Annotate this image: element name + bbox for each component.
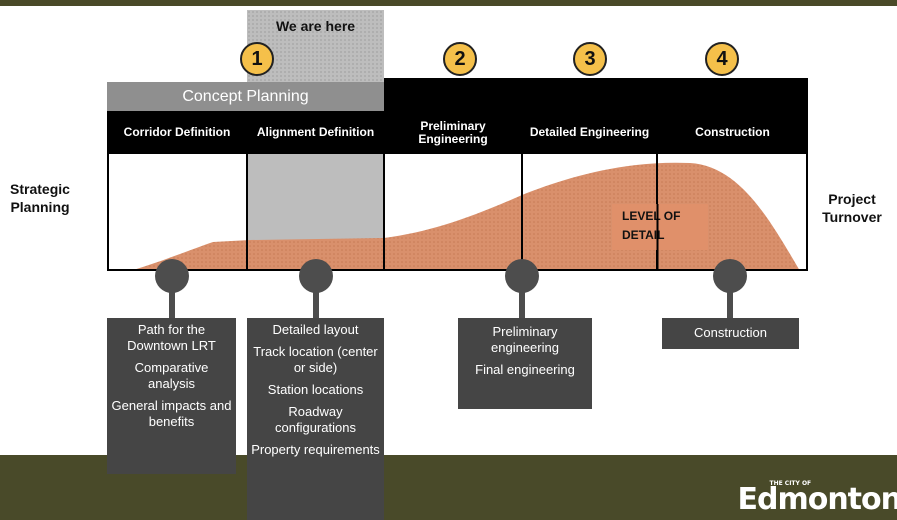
phase-preliminary-engineering: Preliminary Engineering: [384, 111, 522, 154]
detail-item: Path for the Downtown LRT: [127, 322, 216, 353]
corridor-detail-box: Path for the Downtown LRT Comparative an…: [107, 318, 236, 474]
alignment-connector-stem: [313, 290, 319, 320]
step-4-badge: 4: [705, 42, 739, 76]
detail-item: Construction: [694, 325, 767, 340]
detail-item: Roadway configurations: [275, 404, 356, 435]
lod-divider: [656, 204, 659, 271]
step-3-badge: 3: [573, 42, 607, 76]
phase-corridor-definition: Corridor Definition: [107, 111, 247, 154]
project-turnover-label: Project Turnover: [822, 191, 882, 225]
corridor-connector-stem: [169, 290, 175, 320]
detail-item: Preliminary engineering: [491, 324, 559, 355]
phase-construction: Construction: [657, 111, 808, 154]
corridor-connector-knob: [155, 259, 189, 293]
alignment-connector-knob: [299, 259, 333, 293]
construction-detail-box: Construction: [662, 318, 799, 349]
logo-small-text: THE CITY OF: [769, 480, 812, 487]
step-2-badge: 2: [443, 42, 477, 76]
header-band: [384, 78, 808, 111]
logo-main-text: Edmonton: [737, 482, 897, 517]
engineering-connector-knob: [505, 259, 539, 293]
detail-item: Detailed layout: [272, 322, 359, 337]
detail-item: General impacts and benefits: [111, 398, 232, 429]
we-are-here-label: We are here: [275, 18, 356, 34]
step-1-badge: 1: [240, 42, 274, 76]
detail-item: Property requirements: [251, 442, 380, 457]
phase-frame: [107, 111, 808, 271]
detail-item: Comparative analysis: [134, 360, 209, 391]
top-bar: [0, 0, 897, 6]
phase-alignment-definition: Alignment Definition: [247, 111, 384, 154]
detail-item: Final engineering: [475, 362, 575, 377]
alignment-detail-box: Detailed layout Track location (center o…: [247, 318, 384, 520]
edmonton-logo: THE CITY OF Edmonton: [737, 480, 897, 517]
construction-connector-knob: [713, 259, 747, 293]
detail-item: Station locations: [267, 382, 364, 397]
engineering-connector-stem: [519, 290, 525, 320]
concept-planning-banner: Concept Planning: [107, 82, 384, 111]
construction-connector-stem: [727, 290, 733, 320]
engineering-detail-box: Preliminary engineering Final engineerin…: [458, 318, 592, 409]
level-of-detail-label: LEVEL OF DETAIL: [612, 204, 708, 250]
phase-detailed-engineering: Detailed Engineering: [522, 111, 657, 154]
detail-item: Track location (center or side): [253, 344, 378, 375]
strategic-planning-label: Strategic Planning: [10, 181, 70, 215]
